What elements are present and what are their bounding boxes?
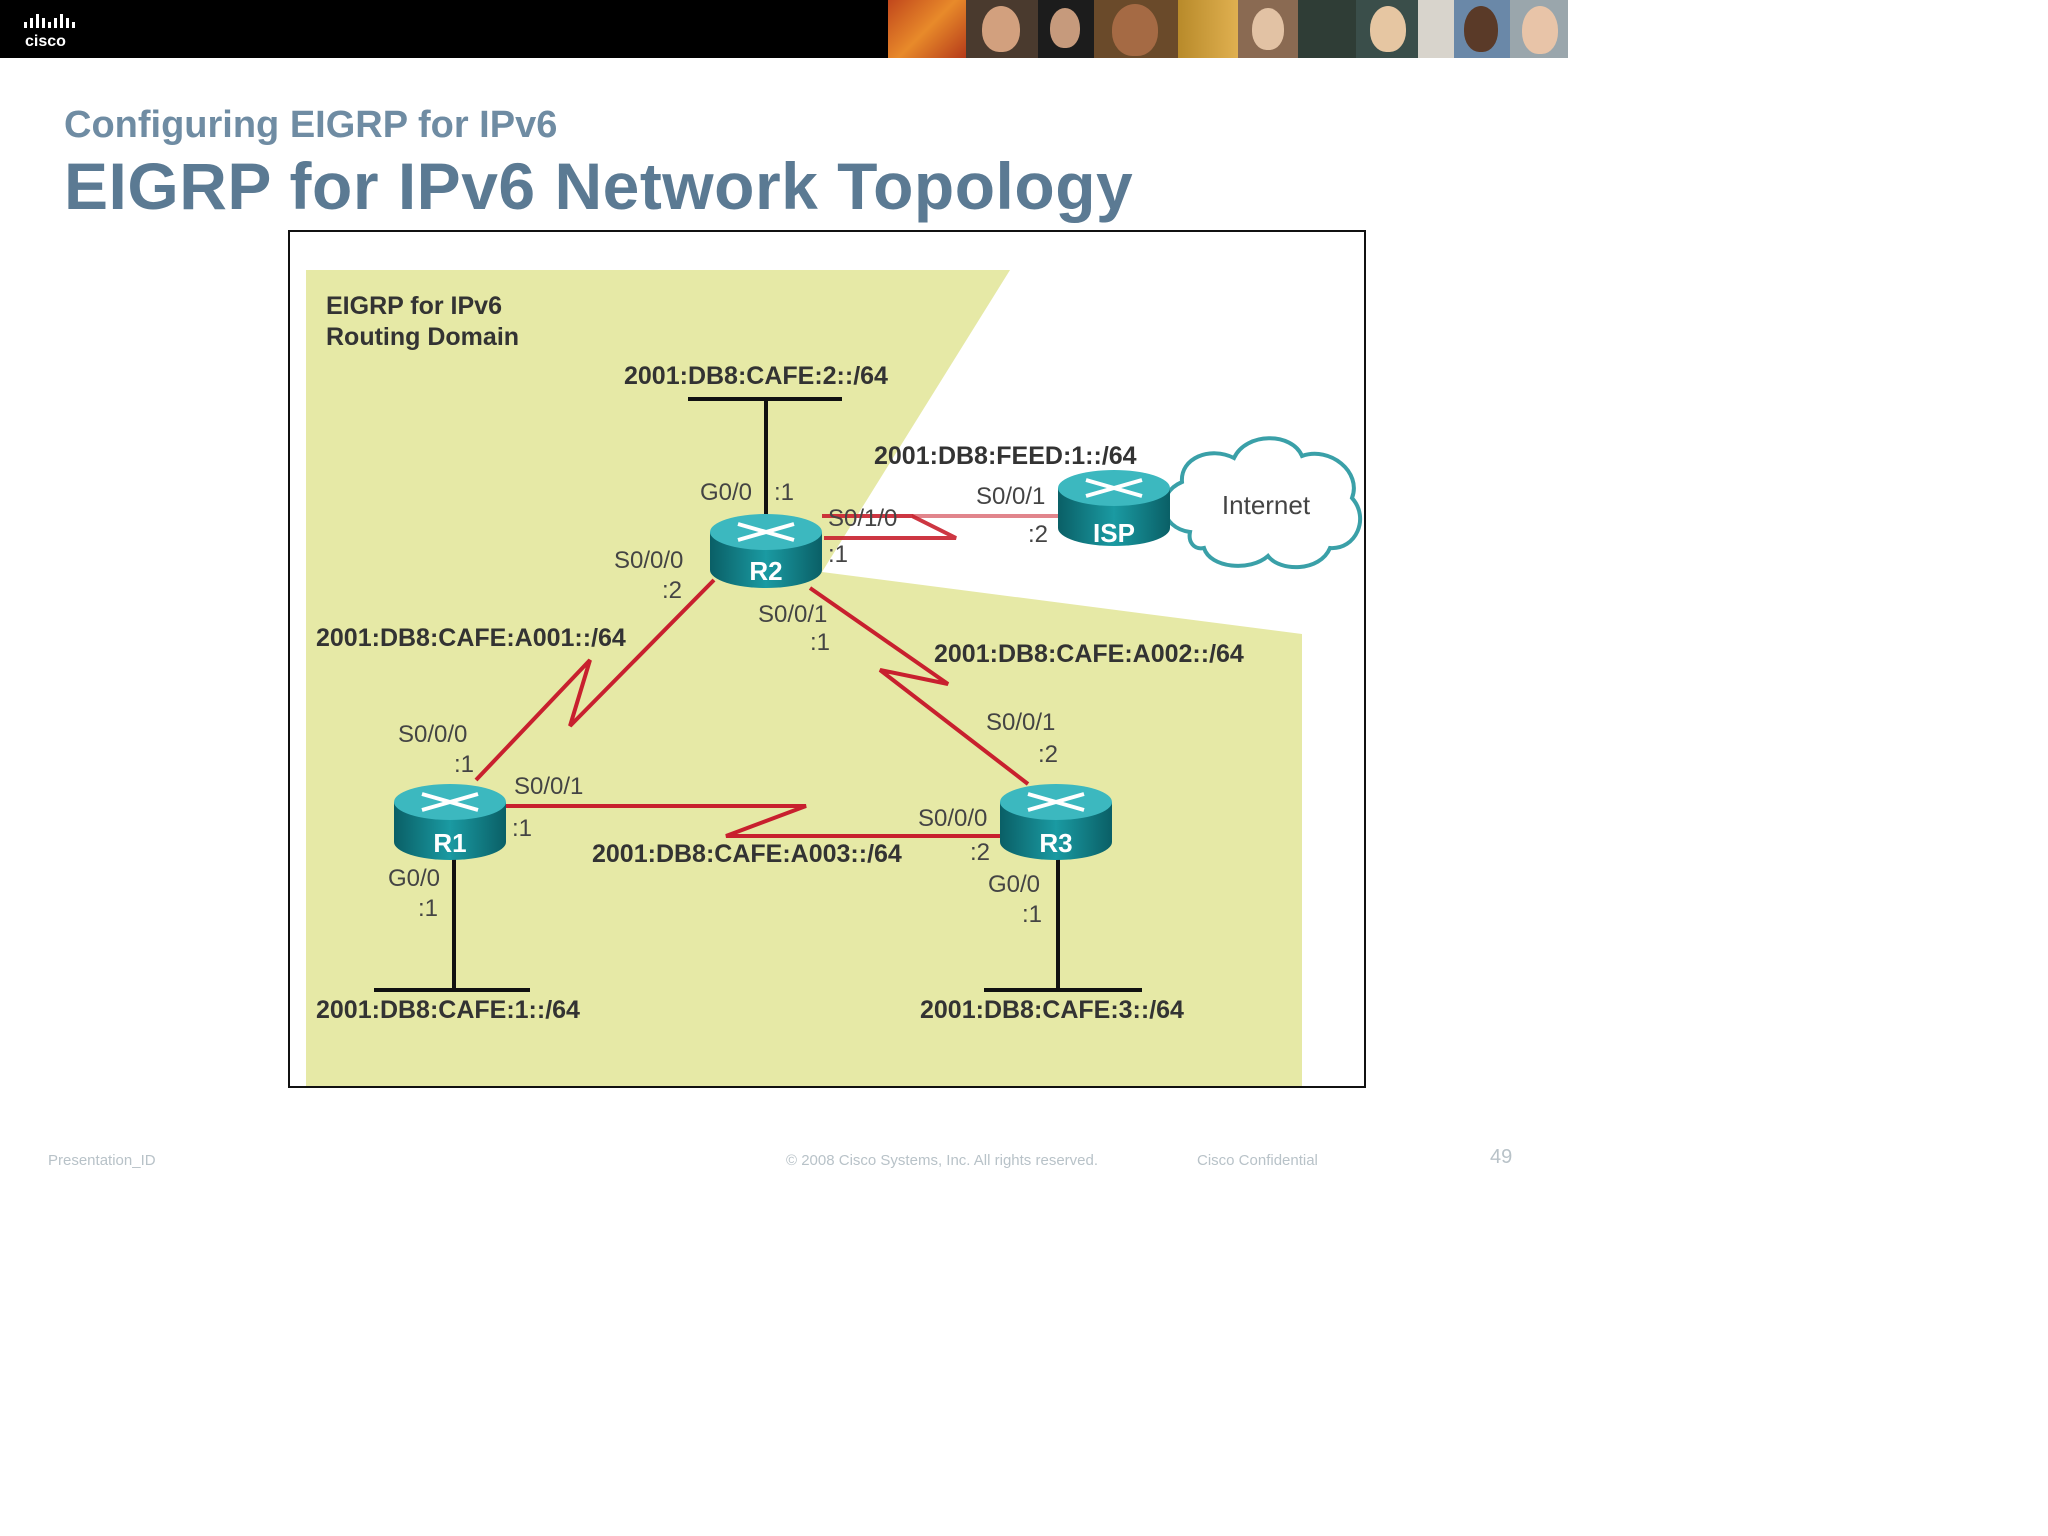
if-r1-s000: S0/0/0 [398, 721, 467, 748]
router-isp-label: ISP [1093, 518, 1135, 548]
photo-strip [888, 0, 1568, 58]
page-number: 49 [1490, 1146, 1513, 1168]
router-r3-label: R3 [1039, 828, 1072, 858]
photo-10 [1454, 0, 1510, 58]
net-label-r1-r3: 2001:DB8:CAFE:A003::/64 [592, 840, 902, 868]
router-r3-arrows-icon [1027, 792, 1085, 812]
if-isp-s001-addr: :2 [1028, 521, 1048, 548]
if-r3-s000-addr: :2 [970, 839, 990, 866]
photo-7 [1298, 0, 1356, 58]
if-r1-s000-addr: :1 [454, 751, 474, 778]
router-r3: R3 [1000, 784, 1112, 860]
footer-presentation-id: Presentation_ID [48, 1152, 156, 1169]
if-r3-s001-addr: :2 [1038, 741, 1058, 768]
router-r2-arrows-icon [737, 522, 795, 542]
lan-r3 [984, 854, 1142, 992]
photo-11 [1510, 0, 1568, 58]
router-r1-label: R1 [433, 828, 466, 858]
net-label-lan-r3: 2001:DB8:CAFE:3::/64 [920, 996, 1184, 1024]
router-r1-arrows-icon [421, 792, 479, 812]
topology-diagram: EIGRP for IPv6 Routing Domain Int [288, 230, 1366, 1088]
serial-link-r1-r3 [506, 804, 1000, 838]
if-r2-s000: S0/0/0 [614, 547, 683, 574]
internet-cloud: Internet [1162, 436, 1363, 570]
if-r2-g00: G0/0 [700, 479, 752, 506]
if-r3-g00: G0/0 [988, 871, 1040, 898]
if-r3-g00-addr: :1 [1022, 901, 1042, 928]
if-r1-g00: G0/0 [388, 865, 440, 892]
net-label-isp-link: 2001:DB8:FEED:1::/64 [874, 442, 1137, 470]
lan-r2 [688, 397, 842, 522]
if-r1-s001: S0/0/1 [514, 773, 583, 800]
footer-copyright: © 2008 Cisco Systems, Inc. All rights re… [786, 1152, 1099, 1169]
if-r2-s001-addr: :1 [810, 629, 830, 656]
photo-8 [1356, 0, 1418, 58]
photo-5 [1178, 0, 1238, 58]
routing-domain-area [306, 270, 1302, 1086]
lan-r1 [374, 854, 530, 992]
if-r3-s000: S0/0/0 [918, 805, 987, 832]
photo-3 [1038, 0, 1094, 58]
router-r2: R2 [710, 514, 822, 588]
domain-label-line2: Routing Domain [326, 323, 519, 351]
net-label-lan-r2: 2001:DB8:CAFE:2::/64 [624, 362, 888, 390]
if-r2-s001: S0/0/1 [758, 601, 827, 628]
serial-link-r1-r2 [474, 578, 716, 782]
router-r1: R1 [394, 784, 506, 860]
if-r1-g00-addr: :1 [418, 895, 438, 922]
net-label-r1-r2: 2001:DB8:CAFE:A001::/64 [316, 624, 626, 652]
domain-label-line1: EIGRP for IPv6 [326, 292, 502, 320]
serial-link-r2-isp [822, 514, 957, 540]
footer-confidential: Cisco Confidential [1197, 1152, 1318, 1169]
slide-title: EIGRP for IPv6 Network Topology [64, 149, 1134, 223]
photo-9 [1418, 0, 1454, 58]
topology-svg: EIGRP for IPv6 Routing Domain Int [306, 270, 1363, 1086]
if-r2-s010: S0/1/0 [828, 505, 897, 532]
router-isp: ISP [1058, 470, 1170, 548]
top-banner: cisco [0, 0, 1568, 58]
cisco-logo-text: cisco [25, 33, 66, 50]
cisco-logo: cisco [24, 14, 75, 50]
photo-6 [1238, 0, 1298, 58]
router-isp-arrows-icon [1085, 478, 1143, 498]
if-r3-s001: S0/0/1 [986, 709, 1055, 736]
slide-subtitle: Configuring EIGRP for IPv6 [64, 104, 558, 146]
if-r2-s010-addr: :1 [828, 541, 848, 568]
photo-1 [888, 0, 966, 58]
serial-link-r2-r3 [808, 586, 1030, 786]
net-label-lan-r1: 2001:DB8:CAFE:1::/64 [316, 996, 580, 1024]
internet-label: Internet [1222, 490, 1311, 520]
router-r2-label: R2 [749, 556, 782, 586]
if-isp-s001: S0/0/1 [976, 483, 1045, 510]
net-label-r2-r3: 2001:DB8:CAFE:A002::/64 [934, 640, 1244, 668]
photo-4 [1094, 0, 1178, 58]
if-r2-s000-addr: :2 [662, 577, 682, 604]
if-r2-g00-addr: :1 [774, 479, 794, 506]
if-r1-s001-addr: :1 [512, 815, 532, 842]
photo-2 [966, 0, 1038, 58]
